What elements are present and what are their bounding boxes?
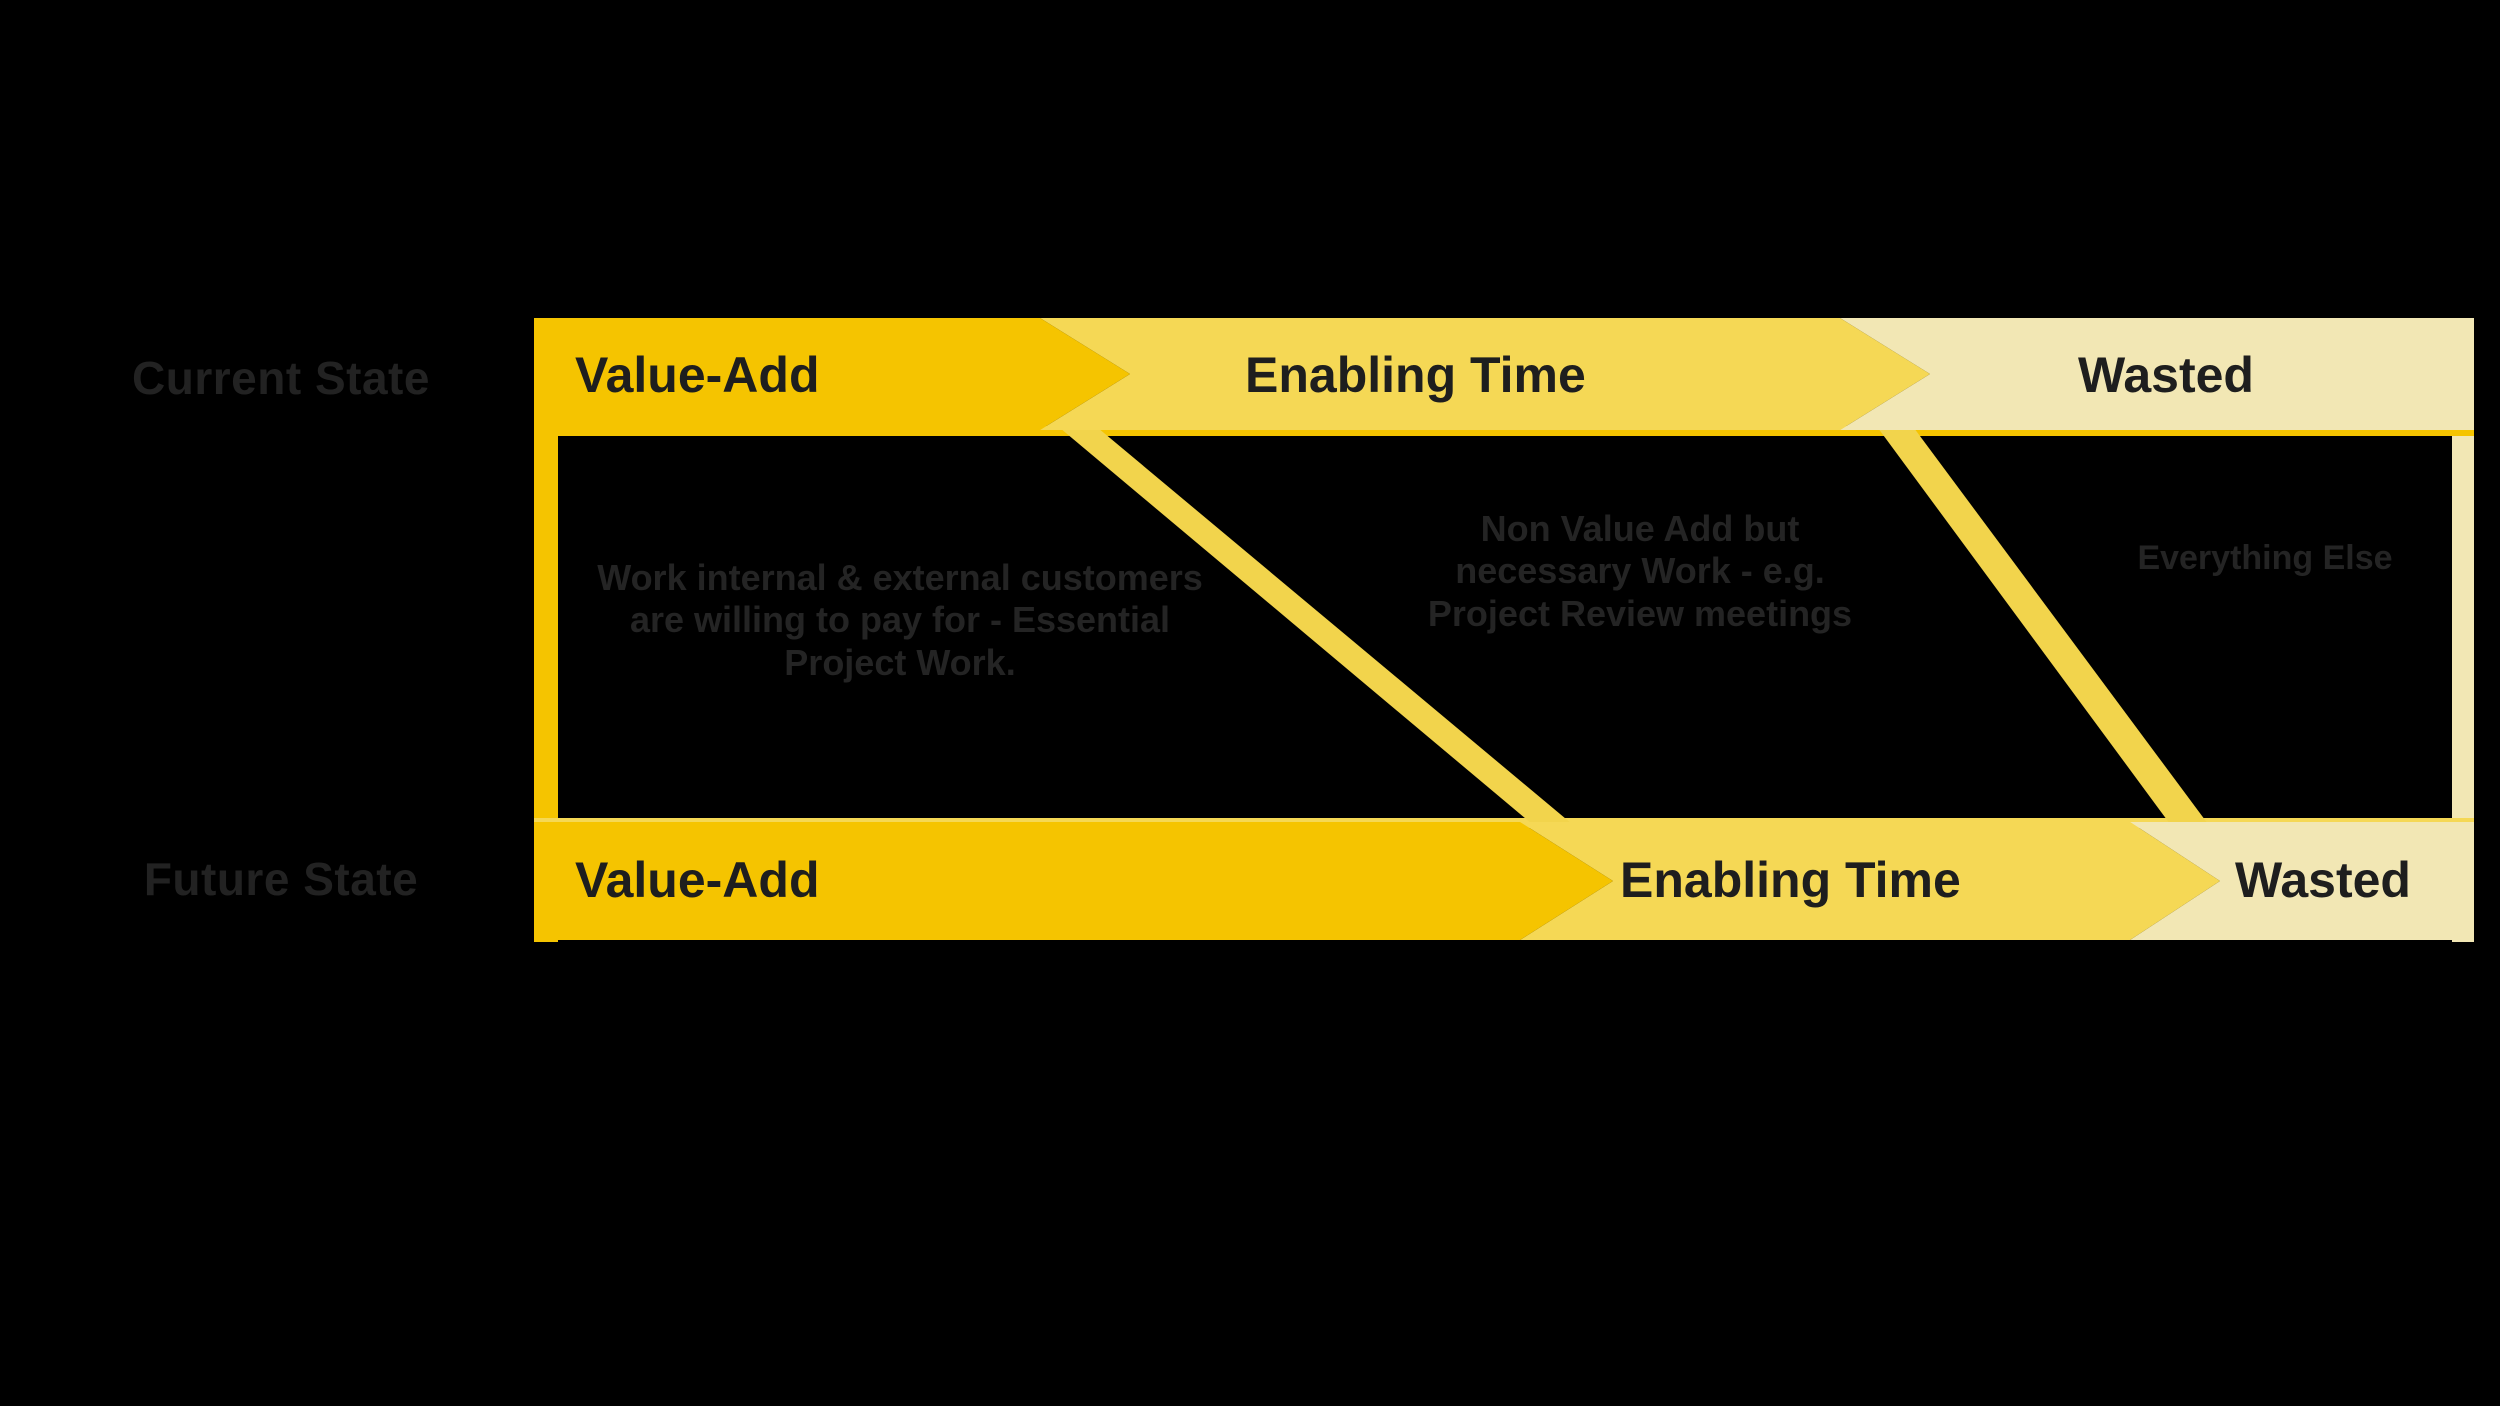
description-enabling-time: Non Value Add but necessary Work - e.g. … xyxy=(1427,508,1853,634)
bottom-band-wasted[interactable] xyxy=(2130,822,2474,940)
bottom-band-label-enabling-time: Enabling Time xyxy=(1620,852,1961,908)
top-band-wasted[interactable] xyxy=(1840,318,2474,430)
top-band-label-enabling-time: Enabling Time xyxy=(1245,347,1586,403)
right-rail xyxy=(2452,318,2474,942)
connector-enabling xyxy=(1878,428,2208,824)
row-label-current-state: Current State xyxy=(132,352,430,404)
description-value-add: Work internal & external customers are w… xyxy=(597,557,1203,683)
bottom-band-label-value-add: Value-Add xyxy=(575,852,820,908)
bottom-band-enabling-time[interactable] xyxy=(1520,822,2220,940)
top-band-enabling-time[interactable] xyxy=(1040,318,1930,430)
row-label-future-state: Future State xyxy=(143,853,419,905)
connector-value-add xyxy=(1060,428,1572,824)
bottom-band-value-add[interactable] xyxy=(534,822,1613,940)
frame-top-edge xyxy=(534,426,2474,436)
top-band-value-add[interactable] xyxy=(534,318,1130,430)
bottom-band-label-wasted: Wasted xyxy=(2235,852,2411,908)
description-wasted: Everything Else xyxy=(2137,539,2393,577)
top-band-label-value-add: Value-Add xyxy=(575,347,820,403)
top-band-label-wasted: Wasted xyxy=(2078,347,2254,403)
